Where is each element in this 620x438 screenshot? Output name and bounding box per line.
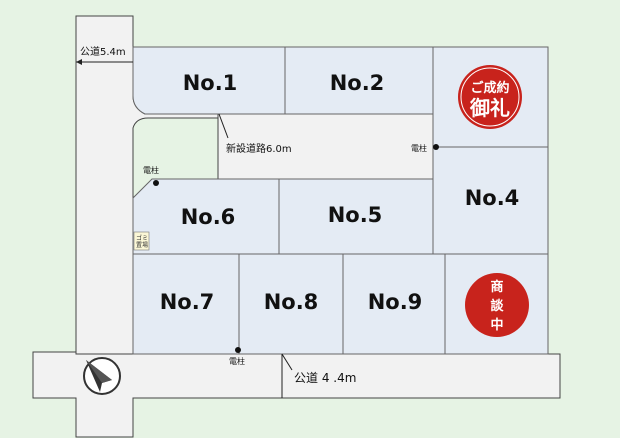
sold-stamp-circle [458, 65, 522, 129]
lot-4-shape[interactable] [432, 146, 549, 255]
sold-stamp-ring [460, 67, 520, 127]
sold-stamp-bottom: 御礼 [469, 96, 510, 120]
leader-lines [76, 59, 293, 398]
public-road-top-label: 公道5.4m [80, 45, 126, 58]
lot-8-label: No.8 [264, 290, 319, 314]
pole-bottom-label: 電柱 [229, 356, 245, 366]
new-road-label: 新設道路6.0m [226, 142, 292, 155]
public-road-bottom-label: 公道 4 .4m [294, 371, 356, 385]
sold-stamp-top: ご成約 [470, 80, 509, 96]
lot-9-shape[interactable] [342, 253, 446, 355]
negotiation-stamp-char-1: 商 [490, 279, 503, 295]
lot-6-label: No.6 [181, 205, 236, 229]
pole-top-right-marker [433, 144, 439, 150]
lots [132, 46, 549, 355]
public-road-bottom [32, 351, 561, 438]
garbage-area-line2: 置場 [136, 241, 148, 249]
lot-2-label: No.2 [330, 71, 385, 95]
pole-left-marker [153, 180, 159, 186]
negotiation-stamp-char-3: 中 [490, 317, 503, 333]
sold-stamp: ご成約 御礼 [458, 65, 522, 129]
lot-7-label: No.7 [160, 290, 215, 314]
garbage-area-line1: ゴミ [136, 234, 148, 242]
lot-7-shape[interactable] [132, 253, 240, 355]
north-arrow-icon [83, 357, 121, 395]
lot-8-shape[interactable] [238, 253, 344, 355]
pole-bottom-marker [235, 347, 241, 353]
negotiation-stamp-circle [465, 273, 529, 337]
lot-1-label: No.1 [183, 71, 238, 95]
lot-9-label: No.9 [368, 290, 423, 314]
pole-top-right-label: 電柱 [411, 143, 427, 153]
lot-2-shape[interactable] [284, 46, 434, 115]
pole-left-label: 電柱 [143, 165, 159, 175]
negotiation-stamp: 商 談 中 [465, 273, 529, 337]
lot-1-shape[interactable] [132, 46, 286, 115]
lot-4-label: No.4 [465, 186, 520, 210]
garbage-area-box [133, 231, 150, 251]
utility-poles: 電柱 電柱 電柱 [143, 143, 439, 366]
roads [32, 15, 561, 438]
garbage-area: ゴミ 置場 [133, 231, 150, 251]
lot-5-label: No.5 [328, 203, 383, 227]
negotiation-stamp-char-2: 談 [490, 298, 504, 314]
